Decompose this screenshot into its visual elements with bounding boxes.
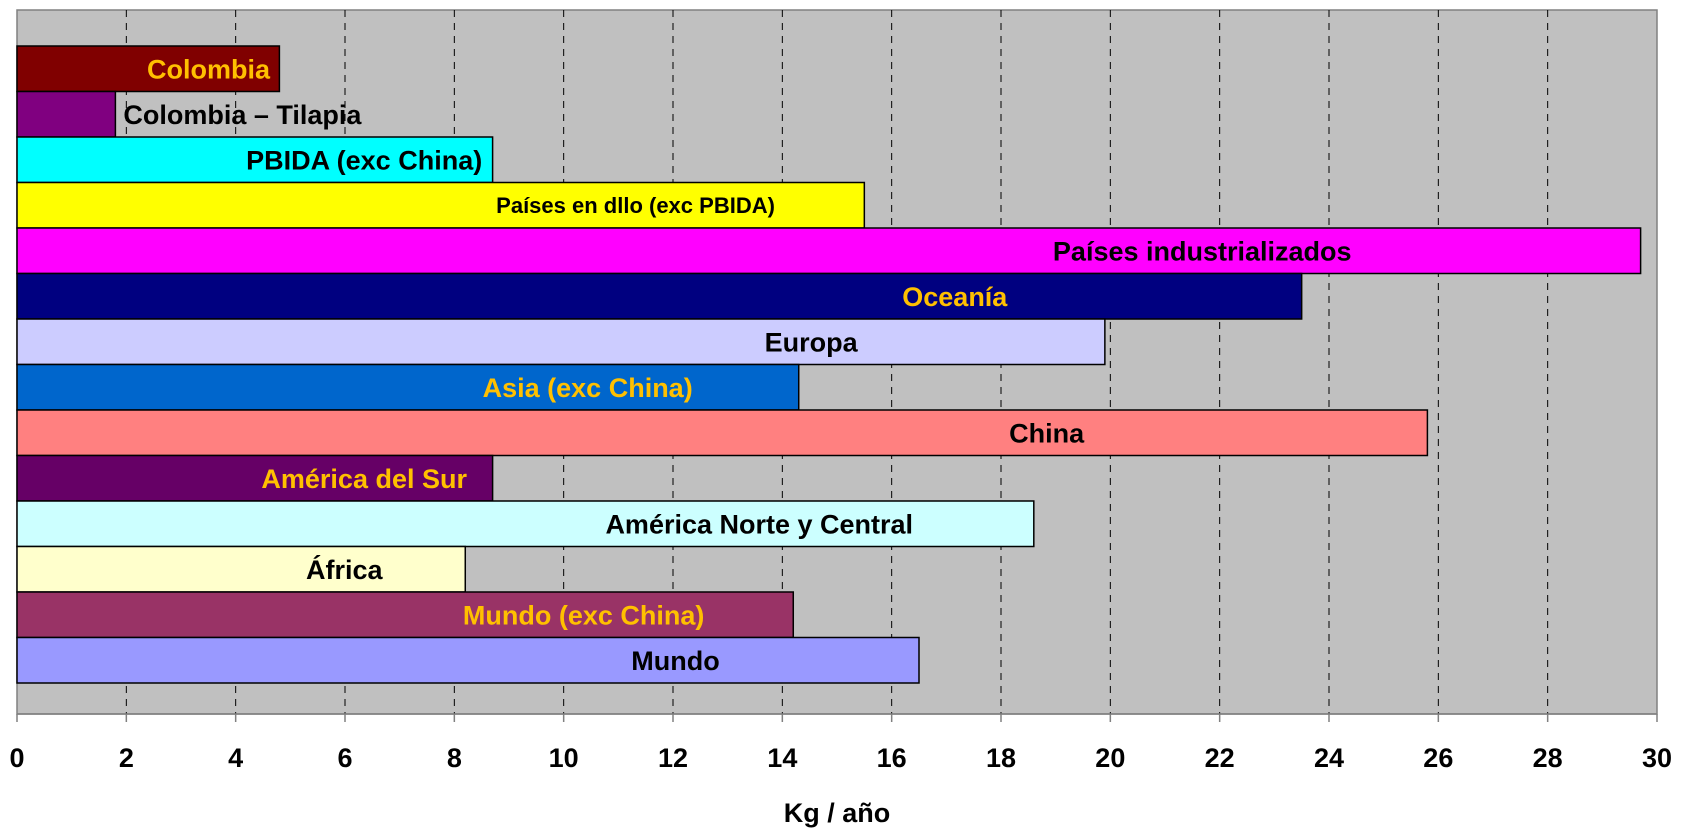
bar [16,545,467,593]
bar-label: China [1009,418,1085,448]
x-tick-label: 20 [1095,743,1125,773]
bar-label: Asia (exc China) [483,373,693,403]
x-tick-label: 30 [1642,743,1672,773]
x-tick-label: 6 [337,743,352,773]
bar [16,318,1106,366]
x-tick-label: 8 [447,743,462,773]
x-tick-label: 12 [658,743,688,773]
bar-label: Mundo [631,646,719,676]
bar-label: América Norte y Central [605,509,913,539]
bar-label: Colombia [147,54,271,84]
bar [16,454,494,502]
bar [16,181,866,229]
bar-label: Europa [765,327,859,357]
bar [16,272,1303,320]
bar [16,591,795,639]
bar-label: África [306,554,384,585]
x-tick-label: 26 [1423,743,1453,773]
x-tick-label: 14 [767,743,797,773]
bar-label: PBIDA (exc China) [246,145,482,175]
bar [16,363,800,411]
bar [16,636,920,684]
bar-label: Colombia – Tilapia [123,100,362,130]
x-tick-label: 28 [1533,743,1563,773]
x-tick-label: 4 [228,743,243,773]
bar [16,500,1035,548]
x-tick-label: 24 [1314,743,1344,773]
x-tick-label: 18 [986,743,1016,773]
x-tick-label: 22 [1205,743,1235,773]
bar-label: Mundo (exc China) [463,600,705,630]
bar [16,90,117,138]
bar-label: Oceanía [902,282,1008,312]
bar [16,227,1642,275]
x-tick-label: 10 [549,743,579,773]
bar [16,136,494,184]
x-tick-label: 0 [9,743,24,773]
x-axis-title: Kg / año [784,798,891,828]
bar-label: Países en dllo (exc PBIDA) [496,193,775,218]
x-tick-label: 16 [877,743,907,773]
bar-label: América del Sur [261,464,467,494]
x-tick-label: 2 [119,743,134,773]
bar [16,409,1429,457]
bar [16,45,281,93]
bar-label: Países industrializados [1053,236,1352,266]
